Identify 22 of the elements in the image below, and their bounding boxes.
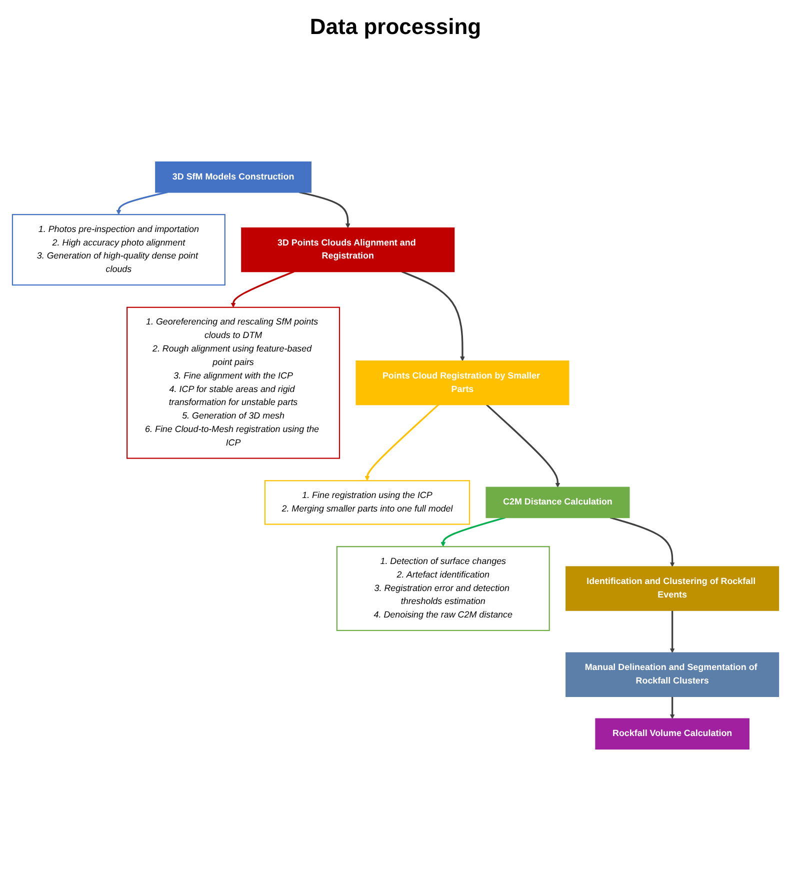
node-box: 1. Fine registration using the ICP 2. Merging smaller parts into one full model (264, 480, 470, 525)
arrow (670, 696, 675, 720)
arrow (486, 404, 560, 488)
arrow (610, 516, 675, 567)
arrow (364, 404, 440, 481)
node-box: 3D Points Clouds Alignment and Registration (241, 227, 455, 272)
arrow (440, 516, 506, 547)
arrow (298, 191, 350, 228)
arrow (116, 191, 168, 215)
node-box: 1. Detection of surface changes 2. Artefact identification 3. Registration error and detection thresholds estimation 4. Denoising the raw C2M distance (336, 546, 550, 632)
diagram-title: Data processing (310, 14, 482, 40)
node-box: Points Cloud Registration by Smaller Parts (356, 360, 570, 406)
node-box: Manual Delineation and Segmentation of Rockfall Clusters (566, 652, 780, 697)
node-box: 3D SfM Models Construction (155, 161, 312, 193)
node-box: 1. Photos pre-inspection and importation 2. High accuracy photo alignment 3. Generation of high-quality dense point clouds (12, 214, 226, 286)
node-box: C2M Distance Calculation (486, 486, 630, 518)
arrow (401, 270, 465, 362)
arrow (230, 270, 294, 308)
node-box: Identification and Clustering of Rockfall Events (566, 566, 780, 611)
node-box: Rockfall Volume Calculation (595, 718, 750, 750)
node-box: 1. Georeferencing and rescaling SfM points clouds to DTM 2. Rough alignment using feature-based point pairs 3. Fine alignment with the ICP 4. ICP for stable areas and rigid transformation for unstable parts 5. Generation of 3D mesh 6. Fine Cloud-to-Mesh registration using the ICP (126, 306, 340, 459)
arrow (670, 610, 675, 654)
